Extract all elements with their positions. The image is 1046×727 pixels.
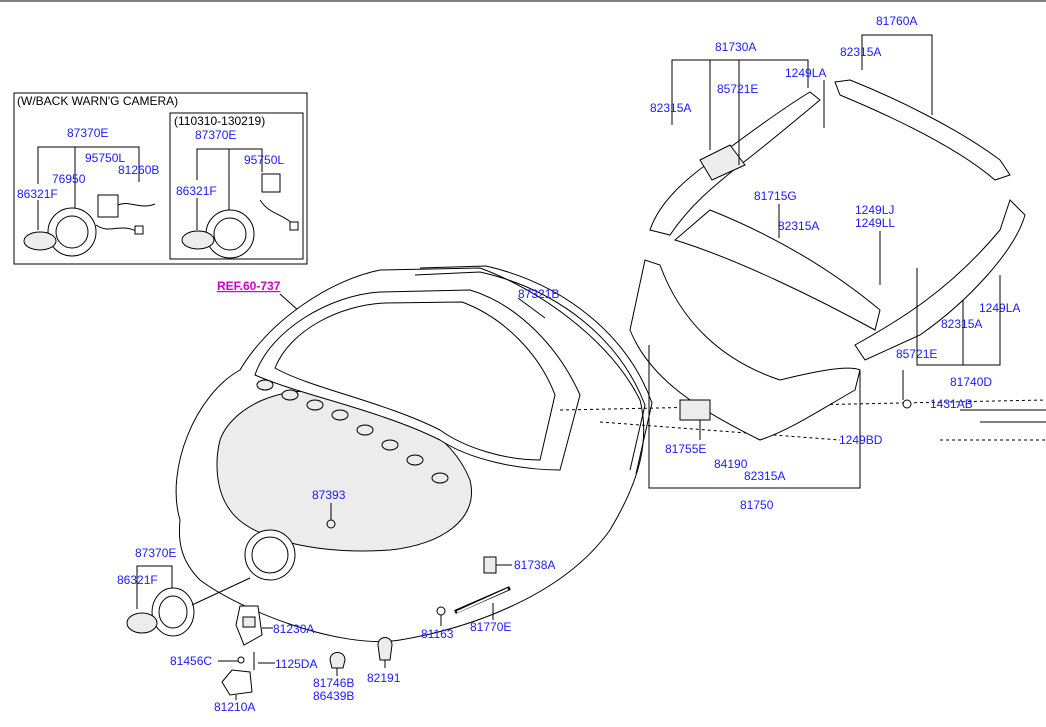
latch-81230A [235,605,263,646]
weatherstrip-87321B [414,271,646,471]
label-1249LL[interactable]: 1249LL [855,216,895,230]
label-87321B[interactable]: 87321B [518,287,559,301]
inset-label-87370E[interactable]: 87370E [67,126,108,140]
center-trim-81715G [673,209,881,331]
fastener-1431AB [902,399,912,409]
badge-86321F [126,612,158,634]
inset-subframe [169,112,304,260]
label-82315A-a[interactable]: 82315A [650,101,691,115]
label-81456C[interactable]: 81456C [170,654,212,668]
label-81770E[interactable]: 81770E [470,620,511,634]
label-82315A-b[interactable]: 82315A [840,45,881,59]
label-82315A-e[interactable]: 82315A [744,469,785,483]
inset-emblem-left [47,207,97,257]
label-81746B[interactable]: 81746B [313,676,354,690]
label-85721E-a[interactable]: 85721E [717,82,758,96]
inset-badge-left [23,231,57,251]
side-trim-81730A [649,91,821,236]
inset-sub-label-87370E[interactable]: 87370E [195,128,236,142]
label-81230A[interactable]: 81230A [273,622,314,636]
label-81738A[interactable]: 81738A [514,558,555,572]
bolt-81163 [436,606,446,616]
label-1249LA-a[interactable]: 1249LA [785,66,826,80]
inset-label-95750L[interactable]: 95750L [85,151,125,165]
inset-label-81260B[interactable]: 81260B [118,163,159,177]
inset-camera-right [261,173,281,193]
stopper-82191 [377,637,393,661]
label-82191[interactable]: 82191 [367,671,401,685]
inset-sub-title: (110310-130219) [174,114,265,128]
label-81715G[interactable]: 81715G [754,189,797,203]
garnish-clips [256,379,449,484]
label-1431AB[interactable]: 1431AB [930,397,973,411]
label-81730A[interactable]: 81730A [715,40,756,54]
clip-87393 [326,519,336,529]
label-87370E[interactable]: 87370E [135,546,176,560]
label-86439B[interactable]: 86439B [313,689,354,703]
label-81210A[interactable]: 81210A [214,700,255,714]
cap-81746B [329,652,346,669]
striker-81210A [221,669,253,696]
tailgate-panel [175,265,653,642]
inset-frame [13,92,308,265]
label-81163[interactable]: 81163 [421,627,454,641]
handle-81755E [679,399,711,421]
label-82315A-c[interactable]: 82315A [778,219,819,233]
bumper-81738A [483,556,497,574]
rear-glass-frame [254,289,581,471]
label-81760A[interactable]: 81760A [876,14,917,28]
inset-label-86321F[interactable]: 86321F [17,187,58,201]
label-81755E[interactable]: 81755E [665,442,706,456]
inset-sub-label-95750L[interactable]: 95750L [244,153,284,167]
inset-label-76950[interactable]: 76950 [52,172,86,186]
camera-inset: (W/BACK WARN'G CAMERA) 87370E 95750L 769… [13,92,308,265]
ref-link[interactable]: REF.60-737 [217,279,281,293]
inset-title: (W/BACK WARN'G CAMERA) [17,94,178,108]
label-87393[interactable]: 87393 [312,488,346,502]
label-1249BD[interactable]: 1249BD [839,433,883,447]
inset-emblem-right [205,209,255,259]
inset-badge-right [181,230,215,250]
label-81750[interactable]: 81750 [740,498,774,512]
label-86321F[interactable]: 86321F [117,573,158,587]
gas-strut-81770E [454,586,511,614]
inset-sub-label-86321F[interactable]: 86321F [176,184,217,198]
label-84190[interactable]: 84190 [714,457,748,471]
upper-trim-81760A [834,79,1011,181]
side-trim-81740D [854,199,1026,361]
label-1249LJ[interactable]: 1249LJ [855,203,894,217]
label-81740D[interactable]: 81740D [950,375,992,389]
label-82315A-d[interactable]: 82315A [941,317,982,331]
inset-camera-left [97,194,119,218]
label-1125DA[interactable]: 1125DA [275,657,317,671]
emblem-87370E [151,587,195,637]
